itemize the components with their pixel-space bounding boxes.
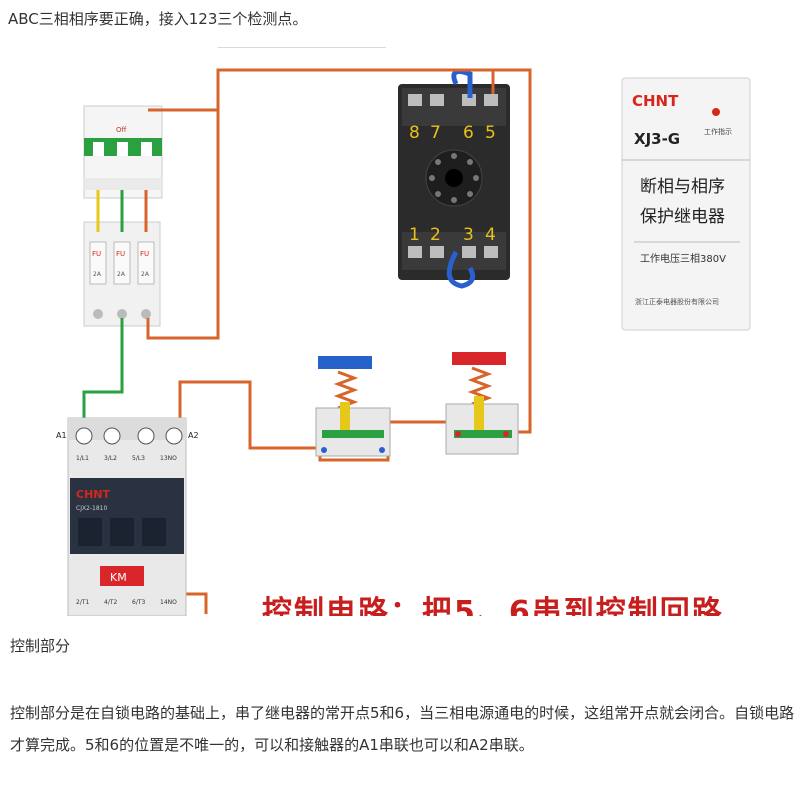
fuse-label-3: FU [140, 250, 149, 258]
relay-name-line2: 保护继电器 [640, 207, 725, 227]
circuit-breaker: Off [83, 105, 163, 199]
body-paragraph: 控制部分是在自锁电路的基础上，串了继电器的常开点5和6，当三相电源通电的时候，这… [10, 704, 795, 754]
terminal-1: 1 [409, 225, 420, 245]
fuse-holders: FU FU FU 2A 2A 2A [83, 221, 161, 327]
fuse-rating-1: 2A [93, 271, 102, 278]
contactor-top-terminal-2: 3/L2 [104, 455, 117, 462]
phase-wires [96, 190, 148, 232]
relay-name-line1: 断相与相序 [640, 177, 725, 197]
diagram-caption: 控制电路：把5、6串到控制回路 [262, 595, 724, 616]
contactor-bottom-terminal-4: 14NO [160, 599, 177, 606]
fuse-rating-3: 2A [141, 271, 150, 278]
phase-relay-module: CHNT 工作指示 XJ3-G 断相与相序 保护继电器 工作电压三相380V 浙… [621, 77, 751, 331]
terminal-4: 4 [485, 225, 496, 245]
contactor-bottom-terminal-2: 4/T2 [104, 599, 118, 606]
contactor-brand: CHNT [76, 488, 110, 501]
contactor-a2: A2 [188, 431, 199, 440]
contactor-top-terminal-4: 13NO [160, 455, 177, 462]
terminal-5: 5 [485, 123, 496, 143]
relay-socket: 8 7 6 5 1 2 3 4 [398, 69, 510, 289]
fuse-label-2: FU [116, 250, 125, 258]
stop-button [445, 352, 519, 455]
section-title: 控制部分 [10, 637, 71, 655]
fuse-rating-2: 2A [117, 271, 126, 278]
fuse-label-1: FU [92, 250, 101, 258]
terminal-6: 6 [463, 123, 474, 143]
contactor-bottom-terminal-3: 6/T3 [132, 599, 146, 606]
relay-indicator-label: 工作指示 [704, 127, 732, 136]
relay-company: 浙江正泰电器股份有限公司 [635, 297, 719, 306]
contactor-km: A1 A2 1/L1 3/L2 5/L3 13NO CHNT CJX2-1810… [56, 417, 199, 616]
contactor-top-terminal-1: 1/L1 [76, 455, 89, 462]
contactor-top-terminal-3: 5/L3 [132, 455, 145, 462]
wiring-diagram: CHNT 工作指示 XJ3-G 断相与相序 保护继电器 工作电压三相380V 浙… [56, 68, 751, 616]
indicator-light-icon [712, 108, 720, 116]
breaker-mark: Off [116, 126, 127, 134]
terminal-3: 3 [463, 225, 474, 245]
terminal-7: 7 [430, 123, 441, 143]
terminal-8: 8 [409, 123, 420, 143]
contactor-model: CJX2-1810 [76, 505, 108, 512]
contactor-a1: A1 [56, 431, 67, 440]
contactor-bottom-terminal-1: 2/T1 [76, 599, 90, 606]
divider [218, 47, 386, 48]
terminal-2: 2 [430, 225, 441, 245]
start-button [315, 356, 391, 457]
relay-voltage: 工作电压三相380V [640, 252, 726, 265]
relay-brand: CHNT [632, 92, 679, 110]
relay-model: XJ3-G [634, 130, 680, 148]
contactor-tag: KM [110, 571, 127, 584]
intro-text: ABC三相相序要正确，接入123三个检测点。 [8, 10, 308, 28]
